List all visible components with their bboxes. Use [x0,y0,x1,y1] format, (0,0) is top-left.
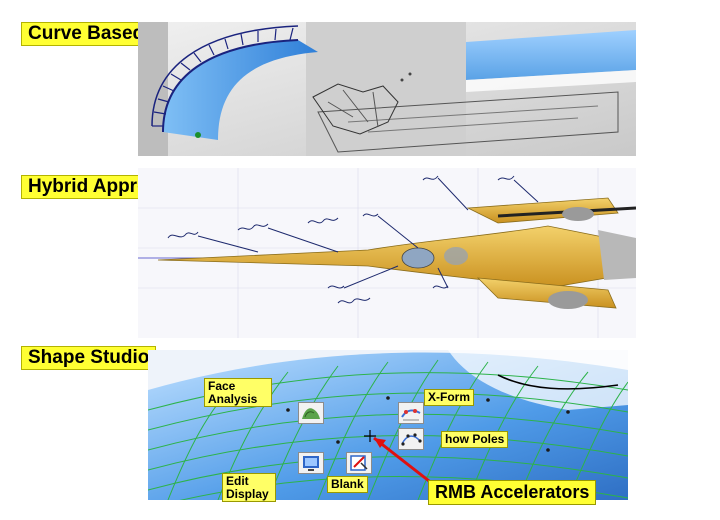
hybrid-approach-image [138,168,636,338]
blank-callout: Blank [327,476,368,493]
x-form-callout: X-Form [424,389,474,406]
face-analysis-callout: Face Analysis [204,378,272,408]
face-analysis-icon[interactable] [298,402,324,424]
show-poles-icon[interactable] [398,428,424,450]
x-form-icon[interactable] [398,402,424,424]
curve-based-image [138,22,636,156]
edit-display-icon[interactable] [298,452,324,474]
curve-based-label: Curve Based [21,22,152,46]
edit-display-callout: Edit Display [222,473,276,503]
shape-studio-image [148,350,628,500]
rmb-accelerators-label: RMB Accelerators [428,480,597,505]
shape-studio-label: Shape Studio [21,346,157,370]
blank-icon[interactable] [346,452,372,474]
show-poles-callout: how Poles [441,431,509,448]
